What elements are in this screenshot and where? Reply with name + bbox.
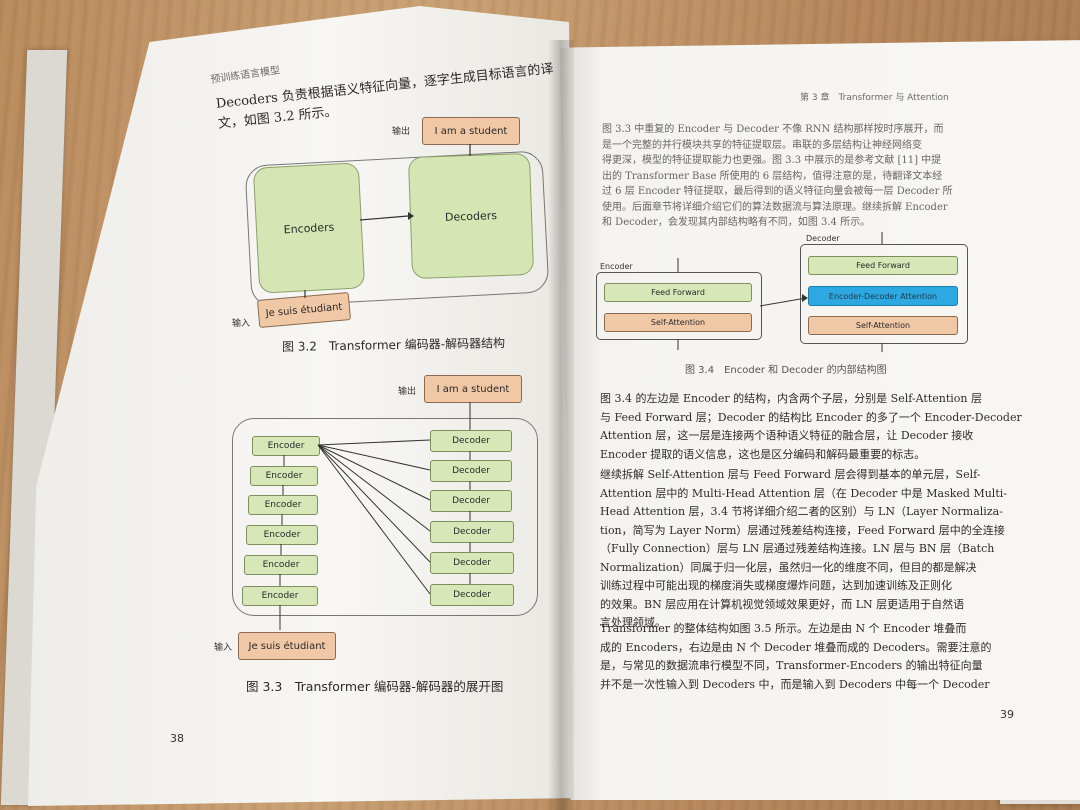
para3-line: 的效果。BN 层应用在计算机视觉领域效果更好，而 LN 层更适用于自然语 <box>600 597 965 611</box>
fig32-output-label: 输出 <box>392 127 411 137</box>
para1-line: 图 3.3 中重复的 Encoder 与 Decoder 不像 RNN 结构那样… <box>602 124 944 135</box>
fig33-decoder-5: Decoder <box>430 460 512 482</box>
fig34-dec-enc-dec-attention: Encoder-Decoder Attention <box>808 286 958 306</box>
right-para-1: 图 3.3 中重复的 Encoder 与 Decoder 不像 RNN 结构那样… <box>602 122 982 231</box>
para3-line: 训练过程中可能出现的梯度消失或梯度爆炸问题，达到加速训练及正则化 <box>600 579 952 592</box>
fig34-enc-self-attention: Self-Attention <box>604 313 752 332</box>
fig33-caption: 图 3.3 Transformer 编码器-解码器的展开图 <box>246 679 504 694</box>
para3-line: 言处理领域。 <box>600 616 666 629</box>
para1-line: 得更深，模型的特征提取能力也更强。图 3.3 中展示的是参考文献 [11] 中提 <box>602 155 942 166</box>
fig34-decoder-frame <box>800 244 968 344</box>
right-para-4: Transformer 的整体结构如图 3.5 所示。左边是由 N 个 Enco… <box>600 620 992 694</box>
fig33-encoder-6: Encoder <box>252 436 320 456</box>
fig34-encoder-title: Encoder <box>600 262 633 271</box>
fig33-input-box: Je suis étudiant <box>238 632 336 660</box>
para1-line: 和 Decoder，会发现其内部结构略有不同，如图 3.4 所示。 <box>602 217 871 228</box>
para3-line: Head Attention 层，3.4 节将详细介绍二者的区别）与 LN（La… <box>600 505 1003 518</box>
left-page-number: 38 <box>170 732 184 745</box>
para1-line: 使用。后面章节将详细介绍它们的算法数据流与算法原理。继续拆解 Encoder <box>602 201 948 213</box>
fig34-dec-feed-forward: Feed Forward <box>808 256 958 275</box>
para1-line: 出的 Transformer Base 所使用的 6 层结构，值得注意的是，待翻… <box>602 170 943 182</box>
para4-line: 是，与常见的数据流串行模型不同，Transformer-Encoders 的输出… <box>600 659 983 672</box>
fig33-encoder-4: Encoder <box>248 495 318 515</box>
fig34-caption: 图 3.4 Encoder 和 Decoder 的内部结构图 <box>685 365 887 376</box>
fig33-decoder-6: Decoder <box>430 430 512 452</box>
right-para-3: 继续拆解 Self-Attention 层与 Feed Forward 层会得到… <box>600 466 1007 633</box>
fig33-decoder-4: Decoder <box>430 490 512 512</box>
fig33-encoder-3: Encoder <box>246 525 318 545</box>
para2-line: Attention 层，这一层是连接两个语种语义特征的融合层，让 Decoder… <box>600 429 974 442</box>
right-page <box>560 40 1080 800</box>
para1-line: 是一个完整的并行模块共享的特征提取层。串联的多层结构让神经网络变 <box>602 139 922 151</box>
fig33-encoder-2: Encoder <box>244 555 318 575</box>
fig33-encoder-5: Encoder <box>250 466 318 486</box>
right-page-number: 39 <box>1000 708 1014 721</box>
para4-line: Transformer 的整体结构如图 3.5 所示。左边是由 N 个 Enco… <box>600 622 967 635</box>
fig34-dec-self-attention: Self-Attention <box>808 316 958 335</box>
fig32-output-box: I am a student <box>422 117 520 145</box>
para2-line: Encoder 提取的语义信息，这也是区分编码和解码最重要的标志。 <box>600 447 926 461</box>
para4-line: 成的 Encoders，右边是由 N 个 Decoder 堆叠而成的 Decod… <box>600 640 992 654</box>
right-page-header: 第 3 章 Transformer 与 Attention <box>800 93 949 103</box>
book-gutter <box>548 40 574 810</box>
para2-line: 图 3.4 的左边是 Encoder 的结构，内含两个子层，分别是 Self-A… <box>600 392 982 405</box>
fig33-input-label: 输入 <box>214 643 233 653</box>
right-para-2: 图 3.4 的左边是 Encoder 的结构，内含两个子层，分别是 Self-A… <box>600 390 1022 464</box>
para3-line: 继续拆解 Self-Attention 层与 Feed Forward 层会得到… <box>600 468 981 481</box>
fig32-input-label: 输入 <box>232 319 251 329</box>
para1-line: 过 6 层 Encoder 特征提取，最后得到的语义特征向量会被每一层 Deco… <box>602 186 953 197</box>
fig34-enc-feed-forward: Feed Forward <box>604 283 752 302</box>
para3-line: （Fully Connection）层与 LN 层通过残差结构连接。LN 层与 … <box>600 542 995 555</box>
fig33-decoder-2: Decoder <box>430 552 514 574</box>
fig33-decoder-1: Decoder <box>430 584 514 606</box>
para3-line: tion，简写为 Layer Norm）层通过残差结构连接，Feed Forwa… <box>600 523 1005 537</box>
para3-line: Normalization）同属于归一化层，虽然归一化的维度不同，但目的都是解决 <box>600 560 977 574</box>
fig33-output-box: I am a student <box>424 375 522 403</box>
para4-line: 并不是一次性输入到 Decoders 中，而是输入到 Decoders 中每一个… <box>600 677 990 691</box>
para3-line: Attention 层中的 Multi-Head Attention 层（在 D… <box>600 486 1007 500</box>
fig34-decoder-title: Decoder <box>806 234 840 243</box>
fig33-output-label: 输出 <box>398 387 417 397</box>
para2-line: 与 Feed Forward 层；Decoder 的结构比 Encoder 的多… <box>600 410 1022 424</box>
fig33-decoder-3: Decoder <box>430 521 514 543</box>
